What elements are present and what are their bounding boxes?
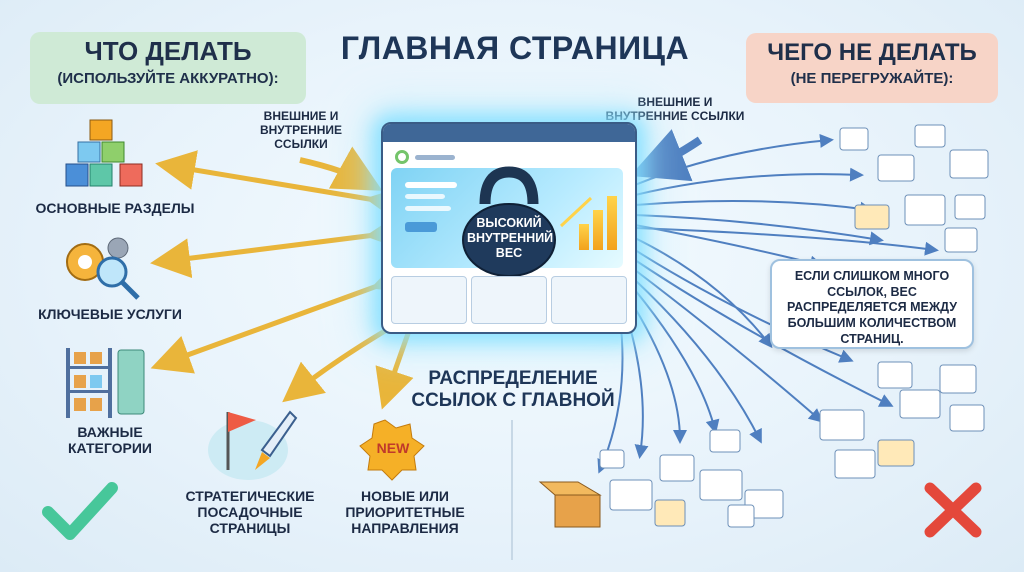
label-new-directions: НОВЫЕ ИЛИ ПРИОРИТЕТНЫЕ НАПРАВЛЕНИЯ xyxy=(345,488,465,537)
box-icon xyxy=(538,481,602,528)
dont-heading: ЧЕГО НЕ ДЕЛАТЬ xyxy=(767,39,977,66)
do-section-box: ЧТО ДЕЛАТЬ (ИСПОЛЬЗУЙТЕ АККУРАТНО): xyxy=(30,32,306,104)
arrow-to-new-directions xyxy=(375,293,439,410)
hero-chart xyxy=(405,182,617,250)
dont-section-box: ЧЕГО НЕ ДЕЛАТЬ (НЕ ПЕРЕГРУЖАЙТЕ): xyxy=(746,33,998,103)
browser-toolbar xyxy=(383,124,635,142)
shelves-icon xyxy=(66,348,145,418)
homepage-browser: ВЫСОКИЙ ВНУТРЕННИЙ ВЕС xyxy=(381,122,637,334)
label-main-sections: ОСНОВНЫЕ РАЗДЕЛЫ xyxy=(35,200,195,216)
label-strategic-pages: СТРАТЕГИЧЕСКИЕ ПОСАДОЧНЫЕ СТРАНИЦЫ xyxy=(185,488,315,537)
cubes-icon xyxy=(65,119,143,187)
dont-subheading: (НЕ ПЕРЕГРУЖАЙТЕ): xyxy=(790,70,954,88)
callout-text: ЕСЛИ СЛИШКОМ МНОГО ССЫЛОК, ВЕС РАСПРЕДЕЛ… xyxy=(787,269,957,346)
browser-nav-line xyxy=(415,155,455,160)
cross-icon xyxy=(924,482,982,538)
page-title: ГЛАВНАЯ СТРАНИЦА xyxy=(340,30,690,66)
content-card-2 xyxy=(471,276,547,324)
do-heading: ЧТО ДЕЛАТЬ xyxy=(84,36,252,66)
label-important-categories: ВАЖНЫЕ КАТЕГОРИИ xyxy=(68,424,152,457)
do-subheading: (ИСПОЛЬЗУЙТЕ АККУРАТНО): xyxy=(57,70,279,88)
arrow-to-key-services xyxy=(150,211,408,279)
links-label-right: ВНЕШНИЕ И ВНУТРЕННИЕ ССЫЛКИ xyxy=(605,95,745,123)
cluttered-pages-cluster xyxy=(599,124,989,528)
distribution-label: РАСПРЕДЕЛЕНИЕ ССЫЛОК С ГЛАВНОЙ xyxy=(411,368,615,411)
incoming-links-arrow-right xyxy=(630,129,703,182)
kettlebell-icon: ВЫСОКИЙ ВНУТРЕННИЙ ВЕС xyxy=(457,166,561,277)
check-icon xyxy=(42,482,118,540)
content-card-3 xyxy=(551,276,627,324)
new-badge-text: NEW xyxy=(376,440,410,456)
incoming-links-arrow-left xyxy=(299,146,383,191)
section-divider xyxy=(511,420,513,560)
gears-magnifier-icon xyxy=(66,237,140,300)
content-card-1 xyxy=(391,276,467,324)
links-label-left: ВНЕШНИЕ И ВНУТРЕННИЕ ССЫЛКИ xyxy=(259,109,343,151)
weight-label: ВЫСОКИЙ ВНУТРЕННИЙ ВЕС xyxy=(467,216,554,260)
overload-callout: ЕСЛИ СЛИШКОМ МНОГО ССЫЛОК, ВЕС РАСПРЕДЕЛ… xyxy=(770,259,974,349)
flag-rocket-icon xyxy=(208,410,298,480)
arrow-to-main-sections xyxy=(155,150,408,225)
browser-logo-icon xyxy=(395,150,409,164)
arrow-to-strategic-pages xyxy=(282,292,431,403)
label-key-services: КЛЮЧЕВЫЕ УСЛУГИ xyxy=(38,306,182,322)
new-badge-icon xyxy=(359,419,425,481)
